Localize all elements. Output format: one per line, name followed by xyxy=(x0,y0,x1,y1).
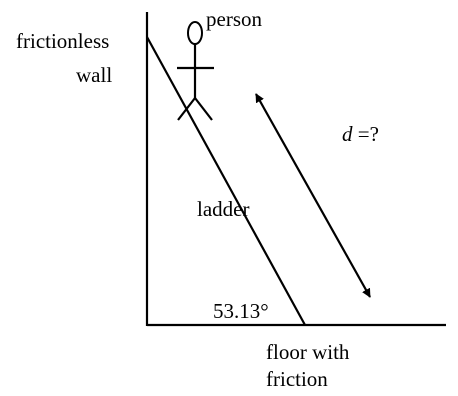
person-label: person xyxy=(206,7,262,31)
distance-variable: d xyxy=(342,122,353,146)
person-head xyxy=(187,21,203,45)
person-right-leg xyxy=(194,97,213,121)
angle-label: 53.13° xyxy=(213,299,269,323)
ladder-line xyxy=(146,36,306,326)
distance-arrow xyxy=(255,93,371,298)
floor-label-line1: floor with xyxy=(266,340,350,364)
distance-unknown: =? xyxy=(353,122,379,146)
wall-label-line1: frictionless xyxy=(16,29,109,53)
person-left-leg xyxy=(177,97,196,121)
wall-label-line2: wall xyxy=(76,63,112,87)
person-figure xyxy=(177,21,214,121)
floor-label-line2: friction xyxy=(266,367,328,391)
distance-label: d =? xyxy=(342,122,379,146)
ladder-label: ladder xyxy=(197,197,249,221)
